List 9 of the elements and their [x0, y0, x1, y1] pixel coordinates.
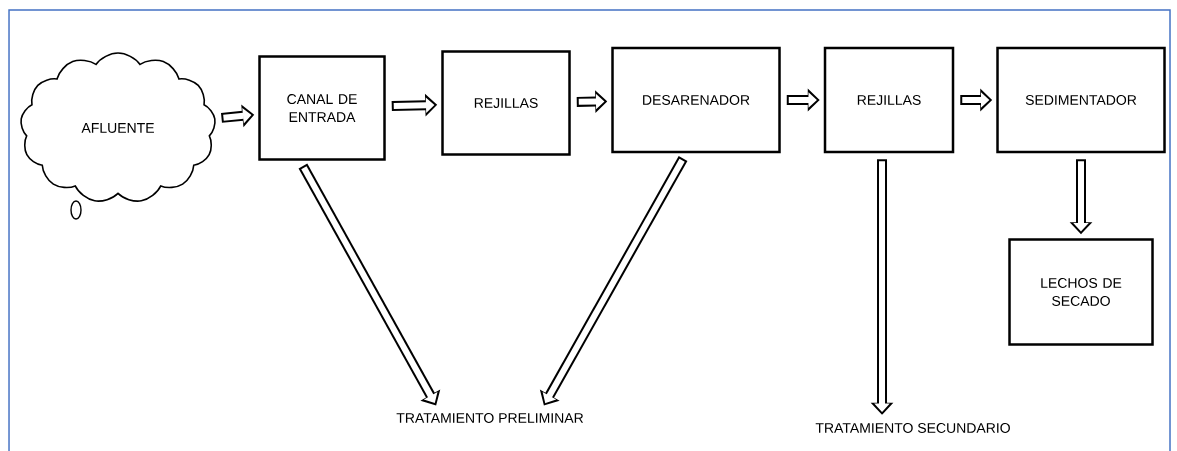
process-box: LECHOS DE SECADO [1008, 238, 1154, 346]
process-box: DESARENADOR [611, 46, 781, 154]
process-box: REJILLAS [823, 46, 955, 154]
process-box: CANAL DE ENTRADA [258, 55, 386, 161]
process-box: REJILLAS [441, 50, 571, 156]
section-label: TRATAMIENTO PRELIMINAR [396, 413, 584, 423]
block-arrow [298, 163, 441, 406]
process-box: SEDIMENTADOR [996, 46, 1166, 154]
section-label: TRATAMIENTO SECUNDARIO [815, 423, 1010, 433]
